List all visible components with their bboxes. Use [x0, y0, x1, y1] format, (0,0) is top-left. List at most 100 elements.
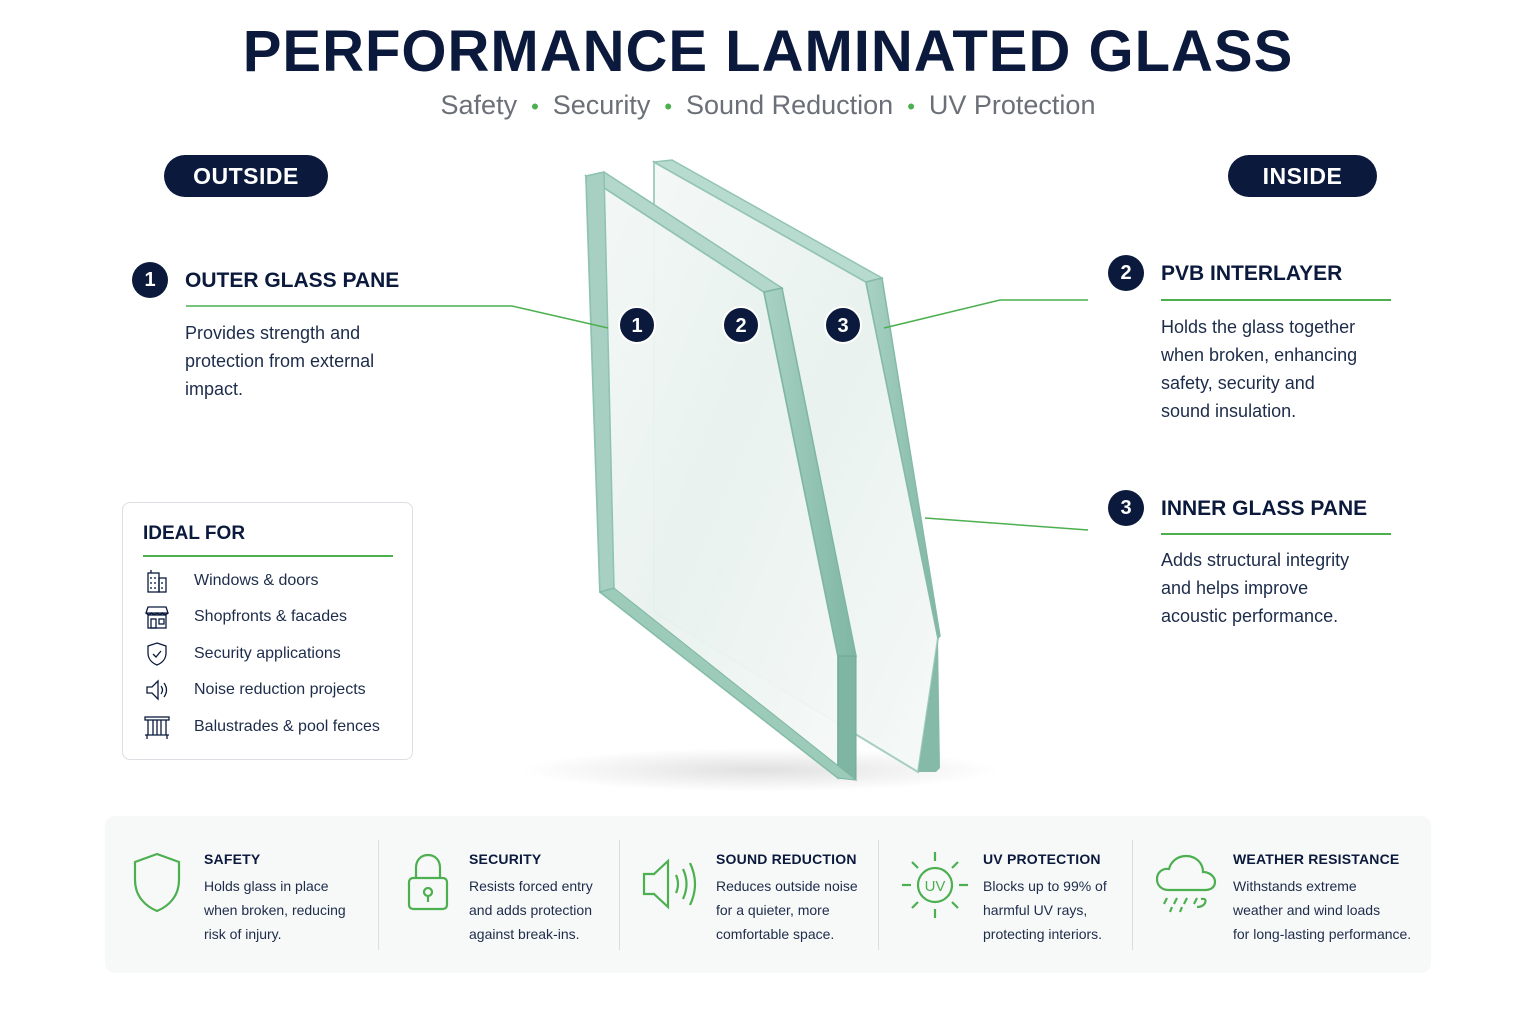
callout-title: OUTER GLASS PANE [185, 269, 400, 292]
benefit-desc-line: Withstands extreme [1233, 878, 1357, 894]
benefit-desc-line: Holds glass in place [204, 878, 329, 894]
callout-desc-line: Provides strength and [185, 323, 361, 343]
callout-rule [1161, 533, 1391, 535]
marker-2: 2 [722, 306, 760, 344]
outside-label: OUTSIDE [164, 155, 328, 197]
benefit-safety: SAFETY Holds glass in place when broken,… [105, 816, 378, 973]
callout-title: INNER GLASS PANE [1161, 497, 1368, 520]
benefit-sound-reduction: SOUND REDUCTION Reduces outside noise fo… [620, 816, 878, 973]
benefit-desc-line: for a quieter, more [716, 902, 830, 918]
page-title: PERFORMANCE LAMINATED GLASS [242, 19, 1294, 84]
benefit-title: SAFETY [204, 851, 261, 867]
callout-desc-line: Holds the glass together [1161, 317, 1356, 337]
inside-label: INSIDE [1228, 155, 1377, 197]
benefit-desc-line: against break-ins. [469, 926, 580, 942]
benefit-description: Reduces outside noise for a quieter, mor… [716, 874, 858, 946]
leader-line-interlayer [883, 299, 1088, 329]
ideal-for-item-label: Noise reduction projects [194, 681, 366, 698]
callout-number: 3 [1108, 490, 1144, 526]
ideal-for-rule [143, 555, 393, 557]
subtitle-separator: • [907, 94, 915, 119]
benefit-weather-resistance: WEATHER RESISTANCE Withstands extreme we… [1133, 816, 1431, 973]
callout-number: 1 [132, 262, 168, 298]
subtitle-item-security: Security [552, 90, 651, 120]
padlock-icon [407, 853, 449, 911]
callout-rule [1161, 299, 1391, 301]
subtitle-item-sound-reduction: Sound Reduction [686, 90, 894, 120]
benefit-divider [619, 840, 620, 950]
callout-number: 2 [1108, 255, 1144, 291]
ideal-for-item-balustrades: Balustrades & pool fences [143, 713, 403, 741]
callout-description: Holds the glass together when broken, en… [1161, 313, 1421, 425]
benefit-security: SECURITY Resists forced entry and adds p… [379, 816, 619, 973]
benefit-desc-line: when broken, reducing [204, 902, 346, 918]
benefit-desc-line: Reduces outside noise [716, 878, 858, 894]
building-icon [147, 570, 167, 593]
subtitle-item-safety: Safety [440, 90, 518, 120]
callout-desc-line: impact. [185, 379, 244, 399]
benefit-uv-protection: UV UV PROTECTION Blocks up to 99% of har… [879, 816, 1132, 973]
ideal-for-panel: IDEAL FOR Windows & doors Shopfronts & f… [122, 502, 413, 760]
benefit-title: WEATHER RESISTANCE [1233, 851, 1400, 867]
benefit-divider [1132, 840, 1133, 950]
callout-desc-line: sound insulation. [1161, 401, 1297, 421]
ideal-for-item-label: Windows & doors [194, 572, 319, 589]
callout-desc-line: Adds structural integrity [1161, 550, 1350, 570]
callout-desc-line: safety, security and [1161, 373, 1315, 393]
benefit-desc-line: Resists forced entry [469, 878, 593, 894]
marker-1: 1 [618, 306, 656, 344]
subtitle: Safety • Security • Sound Reduction • UV Prote… [0, 90, 1536, 121]
shopfront-icon [145, 606, 169, 629]
marker-2-label: 2 [735, 315, 746, 337]
callout-desc-line: acoustic performance. [1161, 606, 1339, 626]
ideal-for-item-label: Balustrades & pool fences [194, 718, 380, 735]
ideal-for-item-label: Security applications [194, 645, 341, 662]
benefit-title: UV PROTECTION [983, 851, 1101, 867]
callout-title: PVB INTERLAYER [1161, 262, 1343, 285]
leader-line-outer [186, 305, 609, 329]
shield-check-icon [147, 642, 167, 666]
benefit-description: Blocks up to 99% of harmful UV rays, pro… [983, 874, 1107, 946]
shield-icon [133, 852, 181, 913]
callout-desc-line: protection from external [185, 351, 375, 371]
ideal-for-item-windows: Windows & doors [143, 567, 403, 595]
ideal-for-item-security: Security applications [143, 640, 403, 668]
marker-1-label: 1 [631, 315, 642, 337]
callout-description: Adds structural integrity and helps impr… [1161, 546, 1421, 630]
benefit-desc-line: for long-lasting performance. [1233, 926, 1412, 942]
ideal-for-item-shopfronts: Shopfronts & facades [143, 603, 403, 631]
benefit-description: Holds glass in place when broken, reduci… [204, 874, 346, 946]
benefit-desc-line: comfortable space. [716, 926, 835, 942]
uv-sun-icon: UV [902, 852, 968, 918]
benefit-desc-line: harmful UV rays, [983, 902, 1088, 918]
balustrade-icon [144, 716, 170, 739]
benefit-desc-line: Blocks up to 99% of [983, 878, 1107, 894]
subtitle-item-uv-protection: UV Protection [928, 90, 1096, 120]
rain-cloud-icon [1155, 854, 1217, 913]
ideal-for-item-label: Shopfronts & facades [194, 608, 347, 625]
benefit-title: SOUND REDUCTION [716, 851, 857, 867]
uv-icon-text: UV [925, 878, 946, 895]
speaker-icon [146, 679, 168, 701]
ideal-for-item-noise: Noise reduction projects [143, 676, 403, 704]
callout-desc-line: and helps improve [1161, 578, 1309, 598]
callout-desc-line: when broken, enhancing [1161, 345, 1358, 365]
benefit-desc-line: weather and wind loads [1233, 902, 1381, 918]
marker-3-label: 3 [837, 315, 848, 337]
benefit-desc-line: and adds protection [469, 902, 592, 918]
benefit-description: Resists forced entry and adds protection… [469, 874, 593, 946]
marker-3: 3 [824, 306, 862, 344]
sound-waves-icon [642, 858, 697, 910]
subtitle-separator: • [531, 94, 539, 119]
benefit-divider [878, 840, 879, 950]
benefit-description: Withstands extreme weather and wind load… [1233, 874, 1411, 946]
ideal-for-title: IDEAL FOR [143, 523, 246, 544]
benefit-desc-line: risk of injury. [204, 926, 282, 942]
callout-description: Provides strength and protection from ex… [185, 319, 445, 403]
benefit-desc-line: protecting interiors. [983, 926, 1103, 942]
benefits-bar: SAFETY Holds glass in place when broken,… [105, 816, 1431, 973]
benefit-divider [378, 840, 379, 950]
subtitle-separator: • [664, 94, 673, 119]
benefit-title: SECURITY [469, 851, 542, 867]
leader-line-inner [924, 517, 1089, 531]
